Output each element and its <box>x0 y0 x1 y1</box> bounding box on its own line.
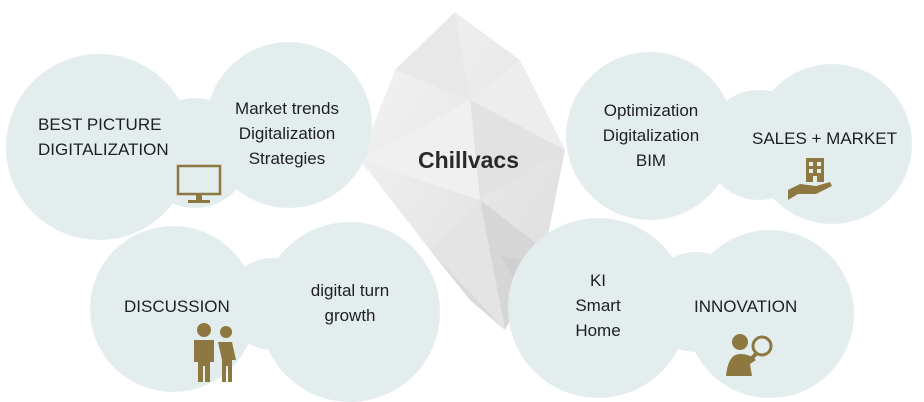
center-title: Chillvacs <box>418 147 519 173</box>
item-line: Smart <box>575 296 621 315</box>
building-hand-icon <box>788 158 832 200</box>
bubble-sales-market <box>752 64 912 224</box>
item-line: Optimization <box>603 101 699 120</box>
topic-innovation: INNOVATION <box>694 294 797 319</box>
person-magnifier-icon <box>726 334 773 376</box>
topic-best-picture: BEST PICTURE DIGITALIZATION <box>38 112 169 162</box>
item-line: Strategies <box>248 149 326 168</box>
topic-discussion: DISCUSSION <box>124 294 230 319</box>
topic-sales-market: SALES + MARKET <box>752 126 897 151</box>
item-line: BIM <box>635 151 667 170</box>
people-discussion-icon <box>194 323 236 382</box>
item-line: Home <box>575 321 621 340</box>
topic-line: DIGITALIZATION <box>38 140 169 159</box>
item-line: Market trends <box>235 99 339 118</box>
items-ki: KI Smart Home <box>558 268 638 343</box>
topic-line: INNOVATION <box>694 297 798 316</box>
items-digital-turn: digital turn growth <box>290 278 410 328</box>
items-optimization: Optimization Digitalization BIM <box>584 98 718 173</box>
topic-line: SALES + MARKET <box>752 129 898 148</box>
topic-line: BEST PICTURE <box>38 115 162 134</box>
item-line: KI <box>589 271 607 290</box>
item-line: digital turn <box>310 281 390 300</box>
monitor-icon <box>176 164 222 203</box>
bubble-digital-turn <box>260 222 440 402</box>
item-line: Digitalization <box>238 124 336 143</box>
bubble-market-trends <box>206 42 372 208</box>
item-line: growth <box>324 306 376 325</box>
topic-line: DISCUSSION <box>124 297 230 316</box>
bubble-innovation <box>686 230 854 398</box>
item-line: Digitalization <box>602 126 700 145</box>
items-market-trends: Market trends Digitalization Strategies <box>218 96 356 171</box>
